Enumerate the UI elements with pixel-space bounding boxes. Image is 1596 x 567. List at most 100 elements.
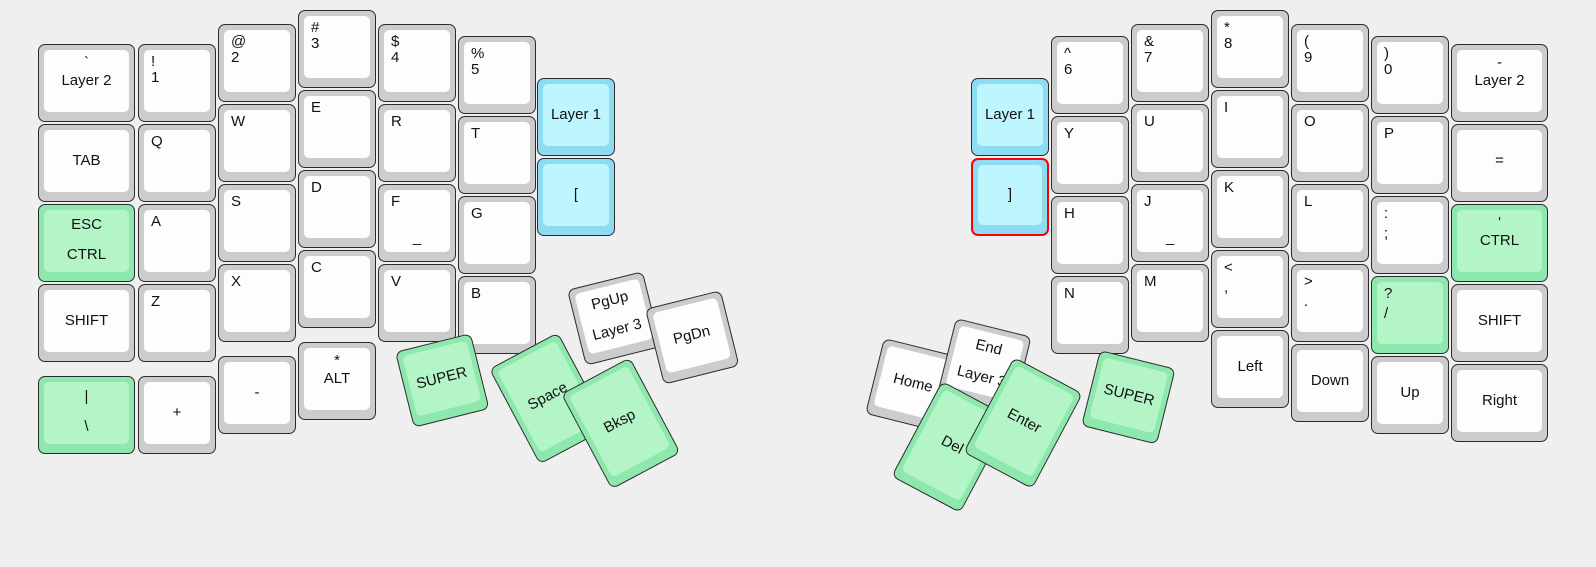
key-bracket-left[interactable]: [ [537, 158, 615, 236]
left-bksp-main-legend: Bksp [600, 405, 639, 437]
key-bracket-right[interactable]: ] [971, 158, 1049, 236]
key-s[interactable]: S [218, 184, 296, 262]
key-left[interactable]: Left [1211, 330, 1289, 408]
key-alt[interactable]: *ALT [298, 342, 376, 420]
key-6[interactable]: ^6 [1051, 36, 1129, 114]
key-l-main-legend: L [1304, 193, 1313, 210]
key-minus[interactable]: - [218, 356, 296, 434]
key-period-main-legend: . [1304, 293, 1309, 311]
key-0[interactable]: )0 [1371, 36, 1449, 114]
key-h-face: H [1057, 202, 1123, 264]
key-j[interactable]: J_ [1131, 184, 1209, 262]
key-f[interactable]: F_ [378, 184, 456, 262]
key-o[interactable]: O [1291, 104, 1369, 182]
key-question-slash-face: ?/ [1377, 282, 1443, 344]
key-b-face: B [464, 282, 530, 344]
key-6-main-legend: 6 [1064, 61, 1073, 79]
key-n[interactable]: N [1051, 276, 1129, 354]
key-question-slash-top-legend: ? [1384, 285, 1393, 302]
left-esc-ctrl-main-legend: CTRL [66, 245, 107, 263]
key-d[interactable]: D [298, 170, 376, 248]
left-layer1[interactable]: Layer 1 [537, 78, 615, 156]
key-y[interactable]: Y [1051, 116, 1129, 194]
right-shift[interactable]: SHIFT [1451, 284, 1548, 362]
right-super[interactable]: SUPER [1081, 350, 1176, 445]
key-equals-main-legend: = [1495, 152, 1504, 170]
key-comma[interactable]: <, [1211, 250, 1289, 328]
key-z[interactable]: Z [138, 284, 216, 362]
right-ctrl[interactable]: 'CTRL [1451, 204, 1548, 282]
key-bracket-right-face: ] [978, 165, 1042, 225]
key-plus[interactable]: + [138, 376, 216, 454]
key-p[interactable]: P [1371, 116, 1449, 194]
key-t[interactable]: T [458, 116, 536, 194]
key-d-main-legend: D [311, 179, 322, 196]
key-alt-face: *ALT [304, 348, 370, 410]
key-v[interactable]: V [378, 264, 456, 342]
left-pgup-layer3-main-legend: Layer 3 [590, 315, 644, 344]
key-9[interactable]: (9 [1291, 24, 1369, 102]
key-g-face: G [464, 202, 530, 264]
key-7[interactable]: &7 [1131, 24, 1209, 102]
key-t-face: T [464, 122, 530, 184]
key-alt-top-legend: * [334, 352, 340, 369]
key-x-main-legend: X [231, 273, 242, 290]
key-colon-semicolon[interactable]: :; [1371, 196, 1449, 274]
key-colon-semicolon-face: :; [1377, 202, 1443, 264]
key-minus-face: - [224, 362, 290, 424]
left-pipe-backslash[interactable]: |\ [38, 376, 135, 454]
key-c[interactable]: C [298, 250, 376, 328]
key-q[interactable]: Q [138, 124, 216, 202]
key-1[interactable]: !1 [138, 44, 216, 122]
key-v-face: V [384, 270, 450, 332]
key-x[interactable]: X [218, 264, 296, 342]
key-z-main-legend: Z [151, 293, 161, 310]
key-3-main-legend: 3 [311, 35, 320, 53]
key-e[interactable]: E [298, 90, 376, 168]
key-e-main-legend: E [311, 99, 322, 116]
left-tab[interactable]: TAB [38, 124, 135, 202]
key-2[interactable]: @2 [218, 24, 296, 102]
key-equals[interactable]: = [1451, 124, 1548, 202]
key-up[interactable]: Up [1371, 356, 1449, 434]
right-layer1-main-legend: Layer 1 [984, 106, 1036, 124]
key-question-slash-main-legend: / [1384, 305, 1389, 323]
left-pipe-backslash-top-legend: | [84, 388, 89, 405]
key-right[interactable]: Right [1451, 364, 1548, 442]
key-question-slash[interactable]: ?/ [1371, 276, 1449, 354]
key-a[interactable]: A [138, 204, 216, 282]
left-layer2[interactable]: `Layer 2 [38, 44, 135, 122]
key-down[interactable]: Down [1291, 344, 1369, 422]
key-e-face: E [304, 96, 370, 158]
key-5[interactable]: %5 [458, 36, 536, 114]
key-left-face: Left [1217, 336, 1283, 398]
key-y-main-legend: Y [1064, 125, 1075, 142]
key-i[interactable]: I [1211, 90, 1289, 168]
key-g[interactable]: G [458, 196, 536, 274]
left-shift-main-legend: SHIFT [64, 312, 109, 330]
key-minus-main-legend: - [254, 384, 260, 402]
right-layer2[interactable]: -Layer 2 [1451, 44, 1548, 122]
left-bksp-face: Bksp [569, 365, 671, 478]
left-pgdn[interactable]: PgDn [645, 290, 740, 385]
right-enter-main-legend: Enter [1004, 404, 1045, 437]
key-3[interactable]: #3 [298, 10, 376, 88]
key-l[interactable]: L [1291, 184, 1369, 262]
key-1-face: !1 [144, 50, 210, 112]
left-shift[interactable]: SHIFT [38, 284, 135, 362]
key-h[interactable]: H [1051, 196, 1129, 274]
key-2-face: @2 [224, 30, 290, 92]
key-4[interactable]: $4 [378, 24, 456, 102]
right-layer1[interactable]: Layer 1 [971, 78, 1049, 156]
key-k[interactable]: K [1211, 170, 1289, 248]
key-8[interactable]: *8 [1211, 10, 1289, 88]
key-m[interactable]: M [1131, 264, 1209, 342]
key-p-main-legend: P [1384, 125, 1395, 142]
key-r[interactable]: R [378, 104, 456, 182]
key-w[interactable]: W [218, 104, 296, 182]
key-period[interactable]: >. [1291, 264, 1369, 342]
left-shift-face: SHIFT [44, 290, 129, 352]
key-u[interactable]: U [1131, 104, 1209, 182]
